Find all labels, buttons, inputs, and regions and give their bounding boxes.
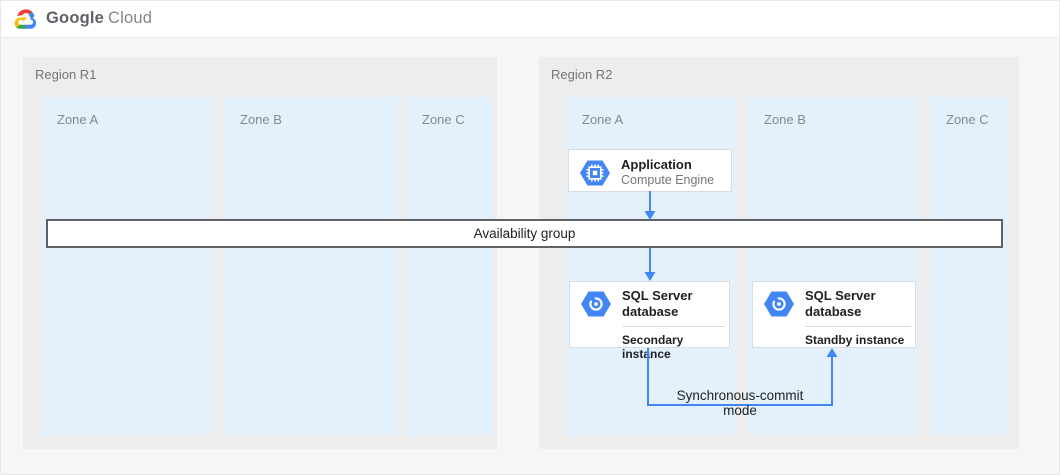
sql-standby-node: SQL Server database Standby instance [752, 281, 916, 348]
application-node: Application Compute Engine [568, 149, 732, 192]
region-r1-box: Region R1 Zone A Zone B Zone C [23, 57, 497, 449]
sql-secondary-title: SQL Server database [622, 288, 693, 319]
logo-text-cloud: Cloud [108, 9, 153, 27]
divider [805, 326, 911, 327]
r1-zone-a-label: Zone A [57, 112, 99, 127]
r1-zone-a-box: Zone A [41, 97, 211, 435]
region-r2-label: Region R2 [551, 67, 613, 82]
r2-zone-c-box: Zone C [930, 97, 1009, 435]
logo-text-google: Google [46, 9, 105, 27]
r1-zone-c-label: Zone C [422, 112, 465, 127]
r1-zone-b-box: Zone B [224, 97, 398, 435]
sql-standby-instance-label: Standby instance [805, 333, 905, 347]
r2-zone-b-label: Zone B [764, 112, 806, 127]
divider [622, 326, 725, 327]
sql-secondary-node: SQL Server database Secondary instance [569, 281, 730, 361]
sql-standby-title: SQL Server database [805, 288, 876, 319]
cloud-sql-icon [764, 291, 794, 317]
sync-commit-mode-label: Synchronous-commit mode [676, 388, 804, 418]
r2-zone-a-box: Zone A [566, 97, 735, 435]
availability-group-label: Availability group [473, 226, 576, 241]
region-r1-label: Region R1 [35, 67, 97, 82]
sql-secondary-instance-label: Secondary instance [622, 333, 684, 361]
availability-group-bar: Availability group [46, 219, 1003, 248]
compute-engine-icon [580, 160, 610, 185]
r1-zone-b-label: Zone B [240, 112, 282, 127]
r2-zone-a-label: Zone A [582, 112, 624, 127]
cloud-sql-icon [581, 291, 611, 317]
application-subtitle: Compute Engine [621, 173, 715, 187]
r2-zone-b-box: Zone B [748, 97, 918, 435]
google-cloud-logo-icon [14, 8, 37, 29]
r1-zone-c-box: Zone C [406, 97, 492, 435]
application-title: Application [621, 157, 692, 172]
r2-zone-c-label: Zone C [946, 112, 989, 127]
